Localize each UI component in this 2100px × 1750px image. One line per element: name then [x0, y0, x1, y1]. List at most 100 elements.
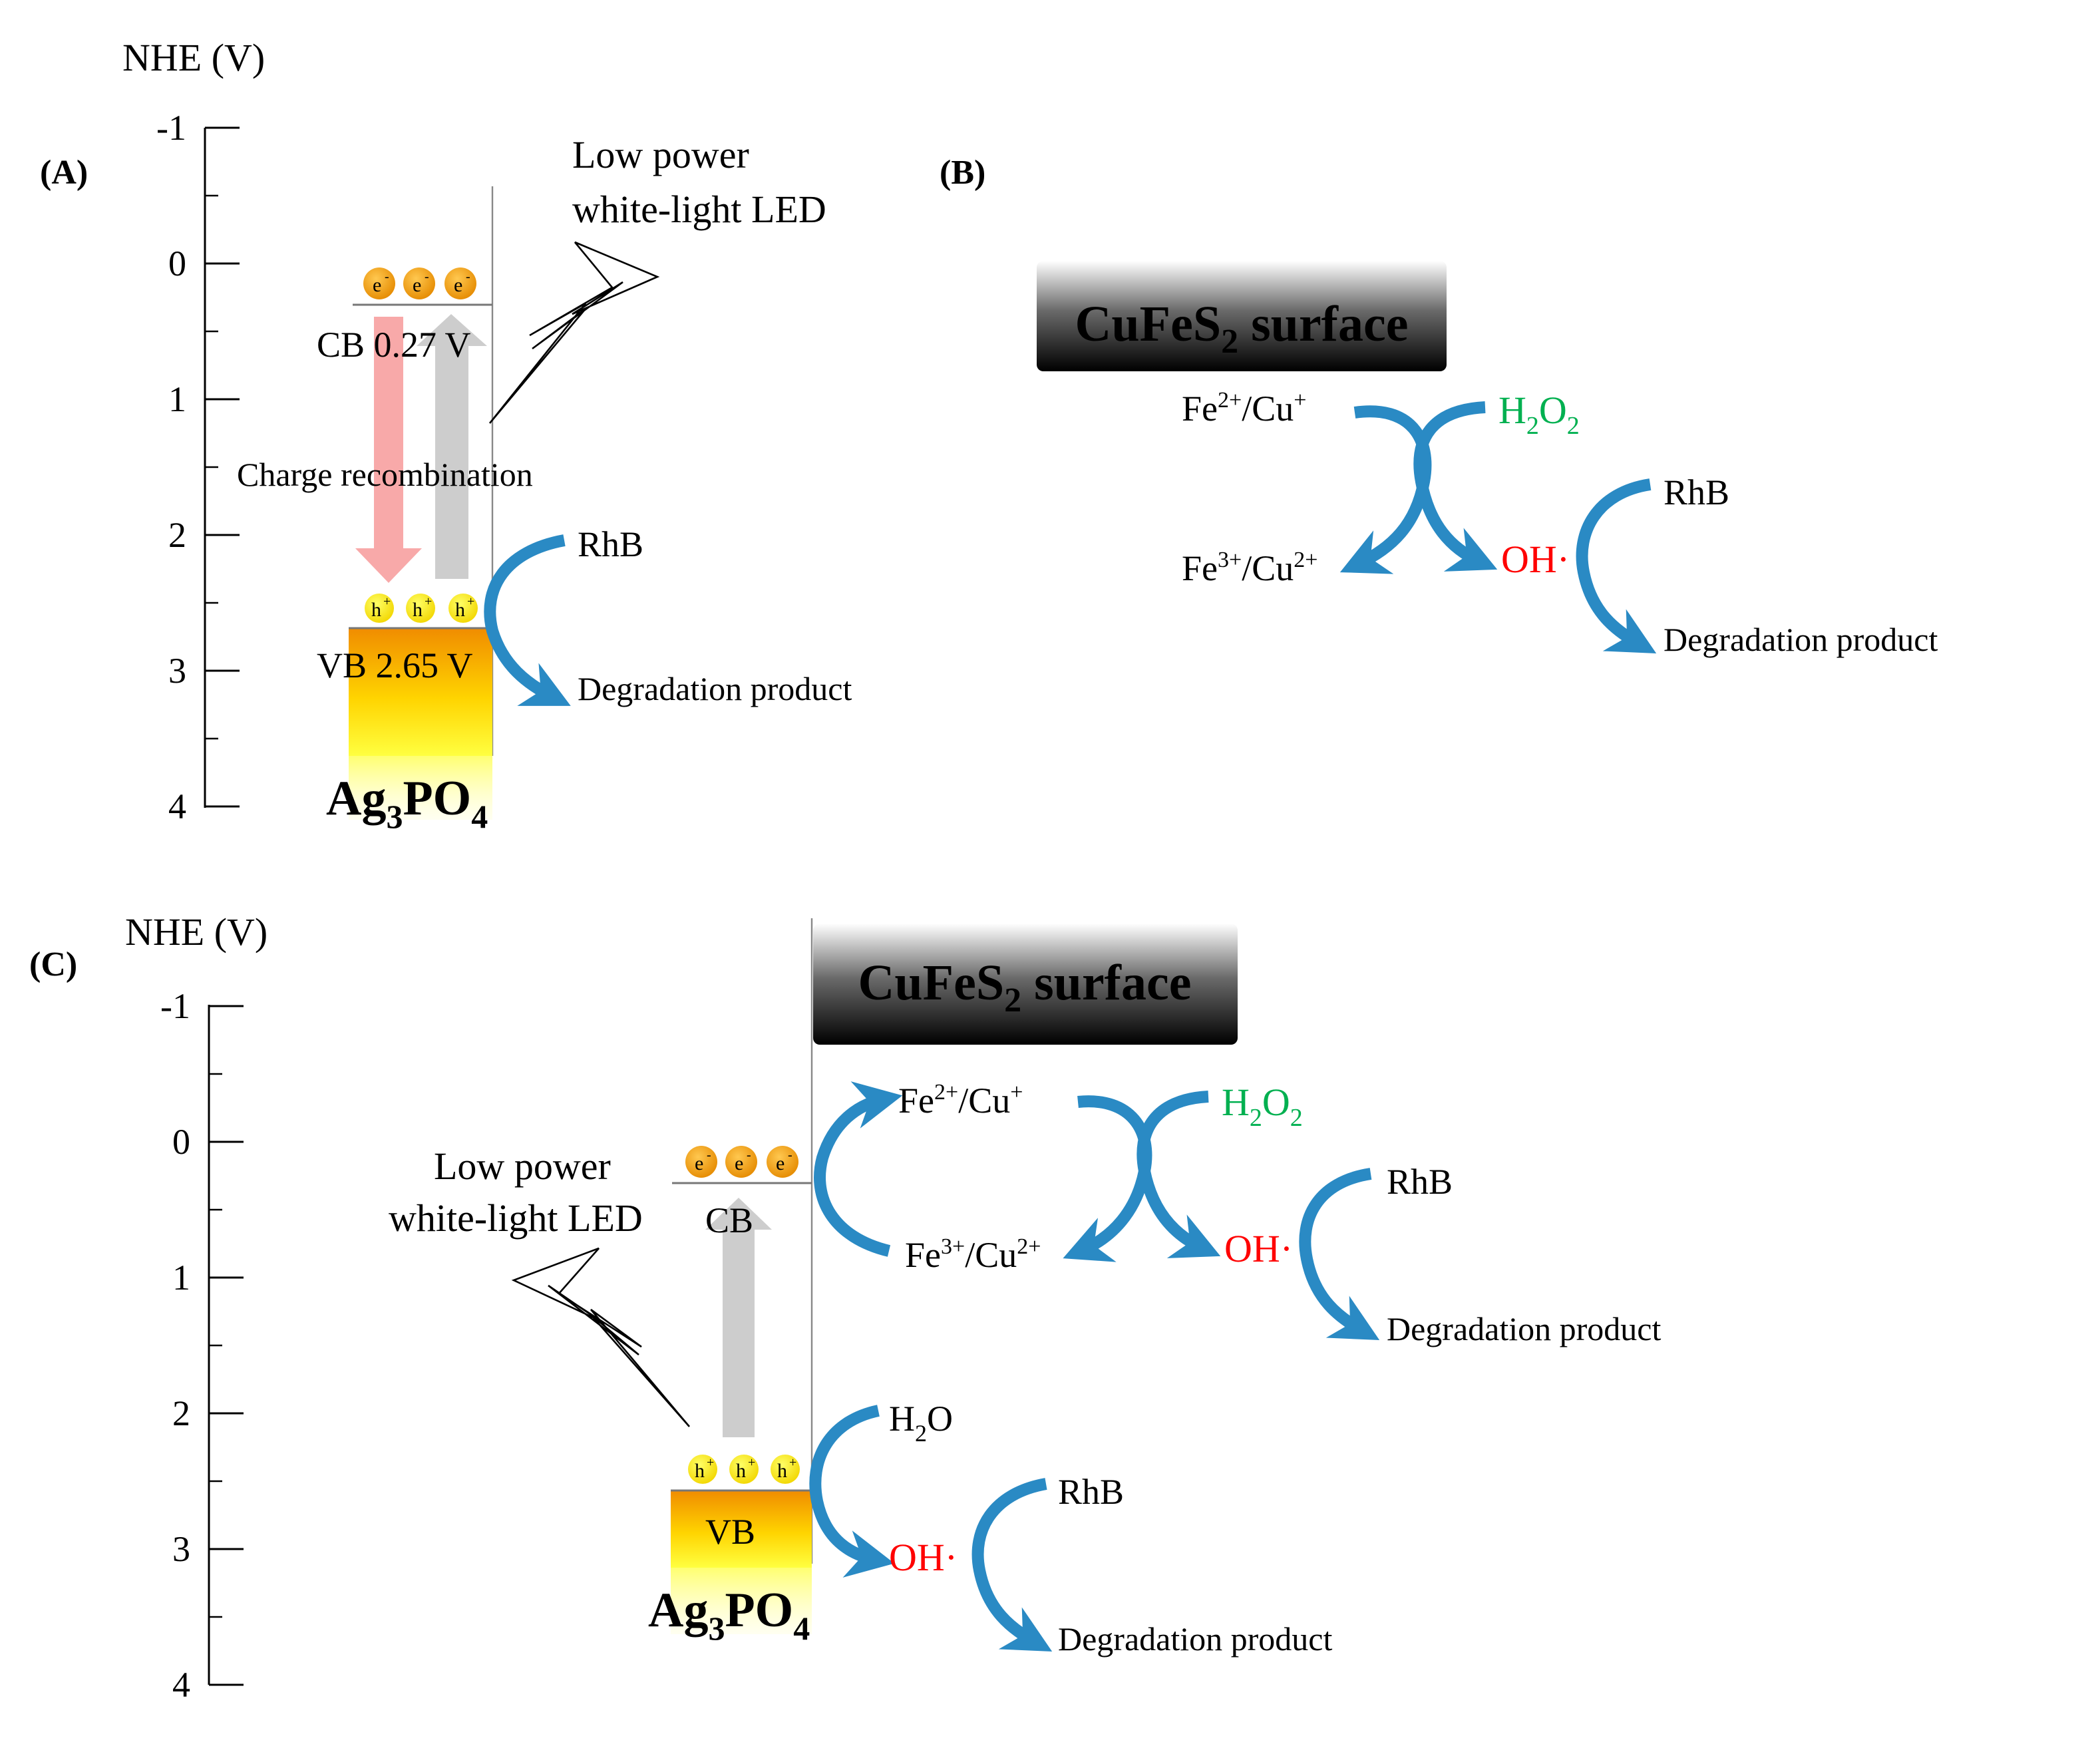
panel-c-rhb-label-upper: RhB: [1387, 1162, 1453, 1202]
hole-icon: [448, 594, 478, 623]
panel-a-rhb-arrow: [484, 534, 571, 706]
hole-icon: [771, 1455, 800, 1484]
panel-c-surface-box: [813, 924, 1238, 1045]
panel-a-axis: -1 0 1 2 3 4: [156, 108, 240, 826]
hole-icon: [688, 1455, 717, 1484]
hole-icon: [406, 594, 435, 623]
panel-c-material-label: Ag3PO4: [648, 1583, 810, 1647]
hole-symbol: h: [413, 599, 423, 621]
panel-a-recombination-arrow: [355, 317, 422, 583]
panel-c-h2o: H2O: [889, 1399, 953, 1447]
panel-c-vb-band: [671, 1490, 812, 1568]
panel-c-tick-label: 0: [172, 1122, 190, 1162]
electron-charge: -: [788, 1148, 792, 1162]
panel-c-holes: h h h + + +: [688, 1455, 800, 1484]
panel-c-oh-radical-lower: OH·: [889, 1536, 958, 1579]
panel-c-rhb-arrow-lower: [971, 1478, 1053, 1652]
panel-c-tick-label: 1: [172, 1258, 190, 1298]
panel-b-product-label: Degradation product: [1663, 621, 1938, 658]
electron-symbol: e: [695, 1152, 703, 1174]
panel-c-surface-label: CuFeS2 surface: [858, 955, 1192, 1019]
panel-b-label: (B): [940, 154, 985, 192]
panel-c-oh-radical-upper: OH·: [1224, 1227, 1293, 1270]
panel-c-electron-transfer-arrow: [814, 1081, 903, 1257]
panel-a-light-label-line2: white-light LED: [572, 188, 826, 231]
panel-c-light-label-line2: white-light LED: [389, 1196, 643, 1240]
electron-charge: -: [707, 1148, 711, 1162]
panel-a-holes: h h h + + +: [365, 594, 478, 623]
panel-a-tick-label: 1: [168, 379, 186, 419]
panel-a-cb-label: CB 0.27 V: [317, 325, 471, 365]
panel-c-vb-label: VB: [705, 1512, 755, 1552]
hole-charge: +: [789, 1455, 796, 1470]
electron-symbol: e: [735, 1152, 743, 1174]
hole-charge: +: [467, 594, 474, 609]
panel-c-label: (C): [29, 946, 77, 983]
panel-a-recombination-label: Charge recombination: [237, 456, 533, 493]
hole-symbol: h: [455, 599, 465, 621]
panel-a-tick-label: -1: [156, 108, 186, 148]
panel-a-tick-label: 3: [168, 651, 186, 691]
hole-icon: [729, 1455, 759, 1484]
panel-a-lightning-icon: [488, 241, 660, 424]
panel-a-tick-label: 0: [168, 244, 186, 283]
panel-c-lightning-icon: [511, 1247, 690, 1427]
panel-c-fe-cycle-arrow: [1063, 1095, 1152, 1262]
panel-a-axis-title: NHE (V): [122, 36, 265, 79]
hole-symbol: h: [777, 1460, 787, 1482]
panel-c-h2o-arrow: [809, 1405, 895, 1578]
panel-b: (B) CuFeS2 surface Fe2+/Cu+ H2O2 Fe3+/Cu…: [940, 154, 1938, 658]
panel-c-product-label-upper: Degradation product: [1387, 1310, 1661, 1347]
electron-symbol: e: [776, 1152, 785, 1174]
panel-c-fe3-cu2: Fe3+/Cu2+: [905, 1234, 1041, 1275]
panel-a-tick-label: 4: [168, 787, 186, 826]
panel-a-material-glow: [349, 756, 492, 820]
panel-c: NHE (V) (C) -1 0 1 2 3 4: [29, 910, 1661, 1705]
electron-icon: [444, 267, 476, 299]
panel-c-product-label-lower: Degradation product: [1058, 1620, 1332, 1658]
hole-charge: +: [383, 594, 391, 609]
panel-c-electrons: e e e - - -: [685, 1146, 798, 1178]
hole-symbol: h: [736, 1460, 746, 1482]
panel-c-material-glow: [671, 1568, 812, 1634]
panel-a-tick-label: 2: [168, 515, 186, 555]
panel-a-rhb-label: RhB: [578, 524, 643, 564]
panel-c-axis: -1 0 1 2 3 4: [160, 986, 244, 1705]
panel-a-vb-label: VB 2.65 V: [317, 645, 473, 685]
panel-b-fe-cycle-arrow: [1339, 405, 1432, 574]
hole-symbol: h: [371, 599, 381, 621]
panel-c-light-label-line1: Low power: [434, 1144, 611, 1188]
electron-symbol: e: [454, 274, 462, 296]
panel-c-fe2-cu: Fe2+/Cu+: [898, 1080, 1023, 1121]
panel-a-light-label-line1: Low power: [572, 133, 749, 176]
panel-b-fe2-cu: Fe2+/Cu+: [1182, 388, 1306, 429]
panel-c-tick-label: -1: [160, 986, 190, 1026]
panel-b-h2o2: H2O2: [1498, 389, 1580, 440]
panel-c-axis-title: NHE (V): [125, 910, 267, 954]
panel-b-surface-label: CuFeS2 surface: [1075, 296, 1409, 361]
hole-symbol: h: [695, 1460, 705, 1482]
panel-a-label: (A): [40, 154, 88, 192]
panel-b-rhb-arrow: [1576, 478, 1657, 653]
panel-c-excitation-arrow: [705, 1198, 772, 1437]
panel-a-electrons: e e e - - -: [363, 267, 476, 299]
electron-icon: [403, 267, 435, 299]
panel-c-tick-label: 4: [172, 1665, 190, 1705]
panel-b-oh-radical: OH·: [1501, 538, 1570, 581]
electron-icon: [725, 1146, 757, 1178]
hole-charge: +: [425, 594, 432, 609]
electron-charge: -: [425, 269, 429, 284]
electron-charge: -: [385, 269, 389, 284]
electron-charge: -: [747, 1148, 751, 1162]
electron-symbol: e: [373, 274, 381, 296]
electron-icon: [363, 267, 395, 299]
panel-c-h2o2-arrow: [1137, 1091, 1221, 1258]
panel-c-h2o2: H2O2: [1222, 1081, 1303, 1132]
panel-a-excitation-arrow: [417, 314, 487, 579]
panel-a-vb-band: [349, 628, 492, 756]
panel-b-fe3-cu2: Fe3+/Cu2+: [1182, 548, 1317, 588]
panel-b-h2o2-arrow: [1413, 401, 1498, 572]
hole-charge: +: [748, 1455, 755, 1470]
